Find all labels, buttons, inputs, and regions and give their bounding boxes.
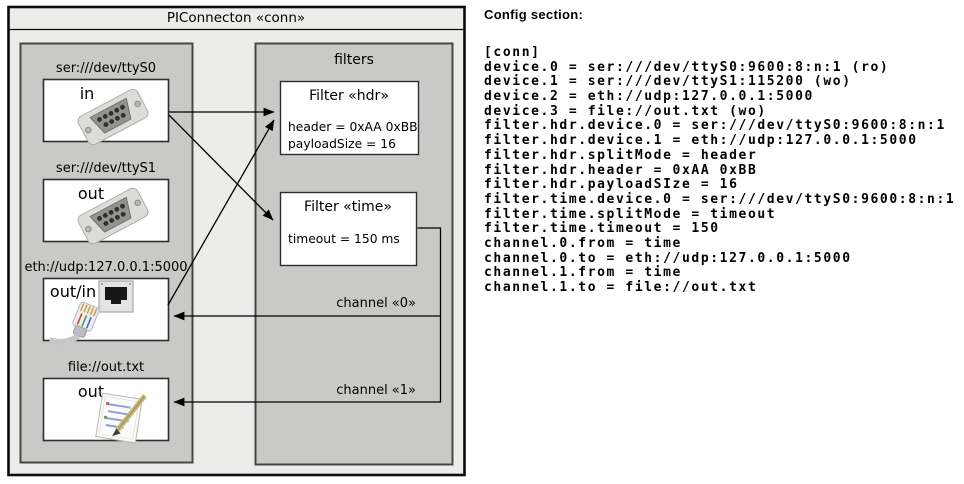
device-ttyS1-direction: out (78, 184, 104, 203)
device-eth-udp: eth://udp:127.0.0.1:5000 out/in (24, 260, 188, 345)
config-line-filter-hdr-payloadsize: filter.hdr.payloadSIze = 16 (484, 177, 739, 193)
device-ttyS1-uri: ser:///dev/ttyS1 (56, 161, 156, 176)
config-line-filter-time-device-0: filter.time.device.0 = ser:///dev/ttyS0:… (484, 191, 956, 207)
filter-time-box (279, 191, 418, 267)
filter-hdr-box (279, 80, 420, 156)
config-line-device-2: device.2 = eth://udp:127.0.0.1:5000 (484, 89, 814, 105)
config-line-device-0: device.0 = ser:///dev/ttyS0:9600:8:n:1 (… (484, 59, 890, 75)
config-line-channel-0-to: channel.0.to = eth://udp:127.0.0.1:5000 (484, 250, 852, 266)
notepad-icon (95, 392, 147, 444)
channel-1-label: channel «1» (336, 383, 416, 398)
rj45-plug-icon (48, 301, 100, 345)
device-eth-uri: eth://udp:127.0.0.1:5000 (24, 260, 187, 275)
filters-group-label: filters (334, 52, 374, 68)
device-file-uri: file://out.txt (68, 360, 144, 375)
config-line-channel-1-to: channel.1.to = file://out.txt (484, 280, 758, 295)
channel-1-line (173, 227, 442, 407)
filter-hdr-attr-header: header = 0xAA 0xBB (288, 120, 418, 134)
device-ttyS0-uri: ser:///dev/ttyS0 (56, 61, 156, 76)
rj45-jack-icon (98, 280, 134, 313)
config-line-conn-header: [conn] (484, 45, 541, 60)
filter-hdr: Filter «hdr» header = 0xAA 0xBB payloadS… (279, 80, 420, 156)
device-file: file://out.txt out (42, 360, 170, 444)
channel-0-label: channel «0» (336, 296, 416, 311)
config-line-filter-hdr-splitmode: filter.hdr.splitMode = header (484, 147, 758, 163)
config-line-filter-hdr-device-0: filter.hdr.device.0 = ser:///dev/ttyS0:9… (484, 118, 946, 134)
piconnecton-title: PIConnecton «conn» (167, 10, 305, 26)
filter-time-attr-timeout: timeout = 150 ms (288, 232, 400, 246)
arrow-eth-to-filter-hdr (167, 119, 275, 306)
device-ttyS1: ser:///dev/ttyS1 out (42, 161, 170, 247)
config-line-channel-1-from: channel.1.from = time (484, 265, 682, 281)
device-file-direction: out (78, 382, 104, 401)
filter-time: Filter «time» timeout = 150 ms (279, 191, 418, 267)
config-line-filter-hdr-header: filter.hdr.header = 0xAA 0xBB (484, 162, 758, 178)
config-line-filter-time-timeout: filter.time.timeout = 150 (484, 221, 720, 237)
device-ttyS0: ser:///dev/ttyS0 in (42, 61, 170, 148)
filter-time-title: Filter «time» (304, 199, 392, 215)
config-line-channel-0-from: channel.0.from = time (484, 235, 682, 251)
config-line-filter-time-splitmode: filter.time.splitMode = timeout (484, 206, 777, 222)
config-line-device-1: device.1 = ser:///dev/ttyS1:115200 (wo) (484, 74, 852, 90)
config-line-filter-hdr-device-1: filter.hdr.device.1 = eth://udp:127.0.0.… (484, 133, 918, 149)
device-eth-direction: out/in (50, 282, 96, 301)
filter-hdr-attr-payloadsize: payloadSize = 16 (288, 137, 396, 151)
config-heading: Config section: (484, 7, 584, 22)
connection-diagram: PIConnecton «conn» filters ser:///dev/tt… (7, 5, 466, 477)
filter-hdr-title: Filter «hdr» (309, 88, 389, 104)
config-code-block: [conn] device.0 = ser:///dev/ttyS0:9600:… (484, 45, 962, 296)
device-ttyS0-direction: in (80, 84, 95, 103)
config-section: Config section: [conn] device.0 = ser://… (484, 7, 962, 296)
config-line-device-3: device.3 = file://out.txt (wo) (484, 103, 767, 119)
arrow-ttyS0-to-filter-time (168, 114, 274, 221)
